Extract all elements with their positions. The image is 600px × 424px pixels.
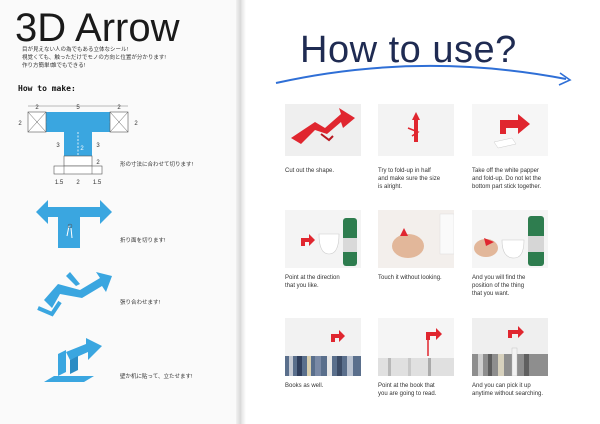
caption-4-line-2: that you like.: [285, 283, 319, 289]
caption-1: Cut out the shape.: [285, 167, 371, 175]
dim-top-mid: 5: [76, 105, 80, 111]
left-page: 3D Arrow 目が見えない人の為でもある立体なシール! 視覚くても、触っただ…: [0, 0, 238, 424]
page-title: 3D Arrow: [15, 6, 180, 50]
caption-2: Try to fold-up in half and make sure the…: [378, 167, 464, 191]
photo-pick-up: [472, 318, 548, 376]
subtitle-line-3: 作り方簡単!誰でもできる!: [22, 63, 86, 69]
photo-fold-half: [378, 104, 454, 156]
caption-8: Point at the book that you are going to …: [378, 382, 464, 398]
caption-9-line-2: anytime without searching.: [472, 391, 544, 397]
template-right-head: [102, 112, 110, 132]
dim-base: 2: [96, 160, 100, 166]
caption-8-line-2: you are going to read.: [378, 391, 437, 397]
how-to-make-heading: How to make:: [18, 84, 76, 93]
caption-2-line-3: is alright.: [378, 184, 403, 190]
caption-8-line-1: Point at the book that: [378, 383, 435, 389]
caption-4-line-1: Point at the direction: [285, 275, 340, 281]
dim-right: 2: [134, 121, 138, 127]
standing-arrow-illustration: [44, 338, 102, 382]
caption-1-line-1: Cut out the shape.: [285, 168, 335, 174]
step-1-text: 形の寸法に合わせて切ります!: [120, 162, 194, 168]
dim-stem-left: 3: [56, 143, 60, 149]
template-left-cross: [27, 111, 47, 133]
caption-6-line-3: that you want.: [472, 291, 510, 297]
dim-stem-right: 3: [96, 143, 100, 149]
photo-take-off-paper: [472, 104, 548, 156]
caption-3-line-3: bottom part stick together.: [472, 184, 542, 190]
step-4-text: 壁か机に貼って、立たせます!: [120, 374, 193, 380]
caption-9-line-1: And you can pick it up: [472, 383, 531, 389]
caption-9: And you can pick it up anytime without s…: [472, 382, 558, 398]
photo-point-book: [378, 318, 454, 376]
template-foot: [53, 165, 103, 175]
caption-6-line-1: And you will find the: [472, 275, 526, 281]
cut-arrow-shape: [36, 200, 112, 248]
dim-stem-inner: 2: [80, 146, 84, 152]
page-gutter: [236, 0, 246, 424]
dim-bottom-mid: 2: [76, 180, 80, 186]
photo-find-position: [472, 210, 548, 268]
glued-arrow-shape: [44, 272, 112, 308]
photo-touch: [378, 210, 454, 268]
caption-5-line-1: Touch it without looking.: [378, 275, 442, 281]
subtitle-line-1: 目が見えない人の為でもある立体なシール!: [22, 47, 129, 53]
caption-6: And you will find the position of the th…: [472, 274, 558, 298]
dim-top-left: 2: [35, 105, 39, 111]
caption-7-line-1: Books as well.: [285, 383, 324, 389]
template-right-cross: [109, 111, 129, 133]
template-base: [63, 155, 93, 167]
caption-7: Books as well.: [285, 382, 371, 390]
arrow-head-standing: [66, 338, 102, 360]
dim-left: 2: [18, 121, 22, 127]
template-left-head: [46, 112, 54, 132]
dim-bottom-left: 1.5: [55, 180, 64, 186]
caption-3-line-2: and fold-up. Do not let the: [472, 176, 542, 182]
photo-books: [285, 318, 361, 376]
step-3-text: 張り合わせます!: [120, 300, 161, 306]
caption-6-line-2: position of the thing: [472, 283, 525, 289]
caption-2-line-1: Try to fold-up in half: [378, 168, 431, 174]
subtitle-line-2: 視覚くても、触っただけでモノの方向と位置が分かります!: [22, 55, 166, 61]
photo-cut-shape: [285, 104, 361, 156]
swoosh-arrow-icon: [275, 64, 572, 86]
step-2-text: 折り面を切ります!: [120, 238, 166, 244]
template-diagram: 2 5 2 2 2 3 2 3 2 1.5 2 1.5: [18, 105, 138, 186]
caption-2-line-2: and make sure the size: [378, 176, 441, 182]
dim-top-right: 2: [117, 105, 121, 111]
photo-point-direction: [285, 210, 361, 268]
arrow-base: [44, 376, 94, 382]
caption-5: Touch it without looking.: [378, 274, 464, 282]
glue-arrow-illustration: [37, 272, 112, 317]
caption-4: Point at the direction that you like.: [285, 274, 371, 290]
how-to-use-heading: How to use?: [300, 29, 517, 71]
caption-3-line-1: Take off the white papper: [472, 168, 539, 174]
cut-arrow-illustration: [36, 200, 112, 248]
dim-bottom-right: 1.5: [93, 180, 102, 186]
caption-3: Take off the white papper and fold-up. D…: [472, 167, 558, 191]
scissors-icon: [67, 223, 73, 229]
